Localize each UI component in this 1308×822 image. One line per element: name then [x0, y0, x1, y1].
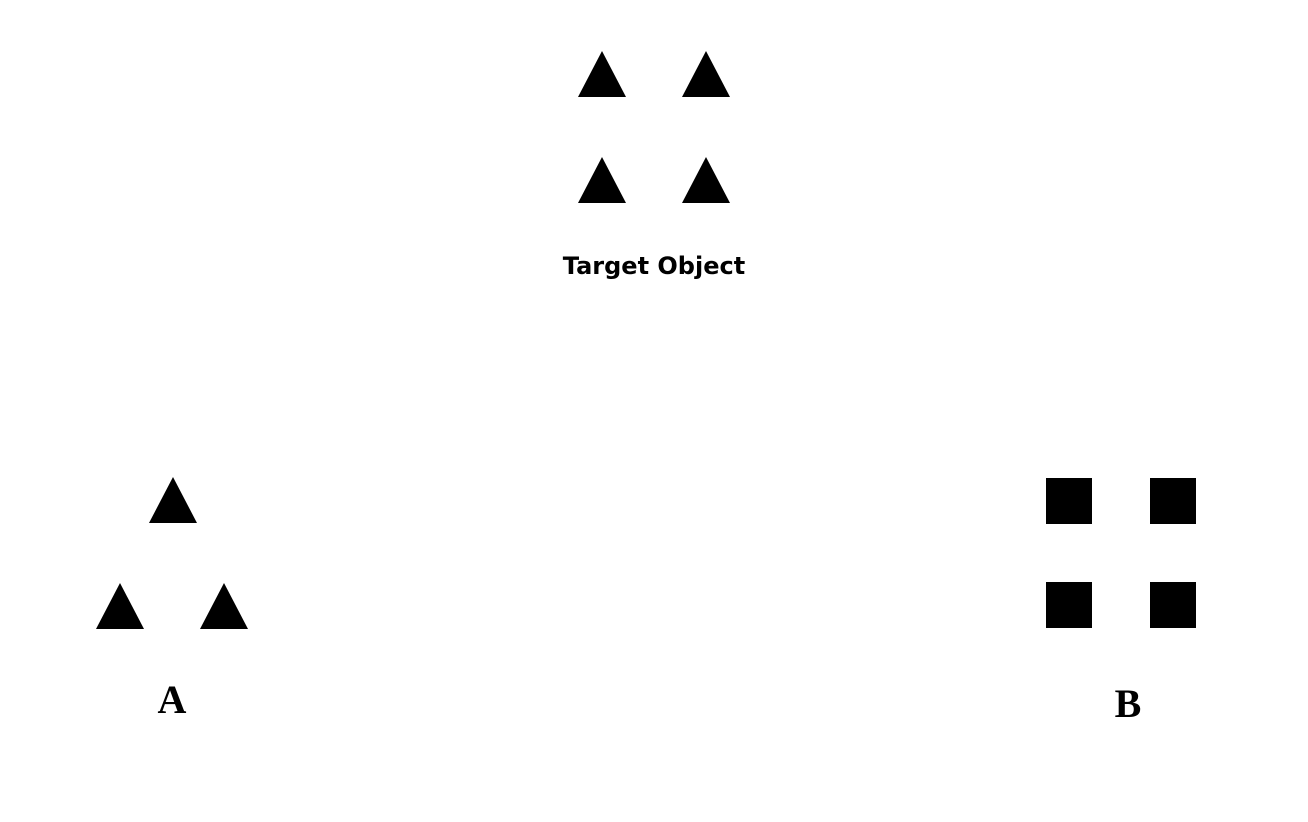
option-b-square-bottom-left	[1046, 582, 1092, 628]
option-a-triangle-top	[149, 477, 197, 523]
target-object-shapes	[578, 51, 730, 203]
option-b-square-top-left	[1046, 478, 1092, 524]
option-a-shapes	[96, 477, 248, 629]
option-b-label: B	[1114, 681, 1142, 726]
target-object-label: Target Object	[562, 252, 746, 280]
option-a-triangle-bottom-left	[96, 583, 144, 629]
option-b-square-bottom-right	[1150, 582, 1196, 628]
option-a-triangle-bottom-right	[200, 583, 248, 629]
target-triangle-top-right	[682, 51, 730, 97]
target-triangle-bottom-left	[578, 157, 626, 203]
target-triangle-bottom-right	[682, 157, 730, 203]
target-triangle-top-left	[578, 51, 626, 97]
option-b-square-top-right	[1150, 478, 1196, 524]
option-a-label: A	[157, 677, 187, 722]
option-b-shapes	[1046, 478, 1196, 628]
